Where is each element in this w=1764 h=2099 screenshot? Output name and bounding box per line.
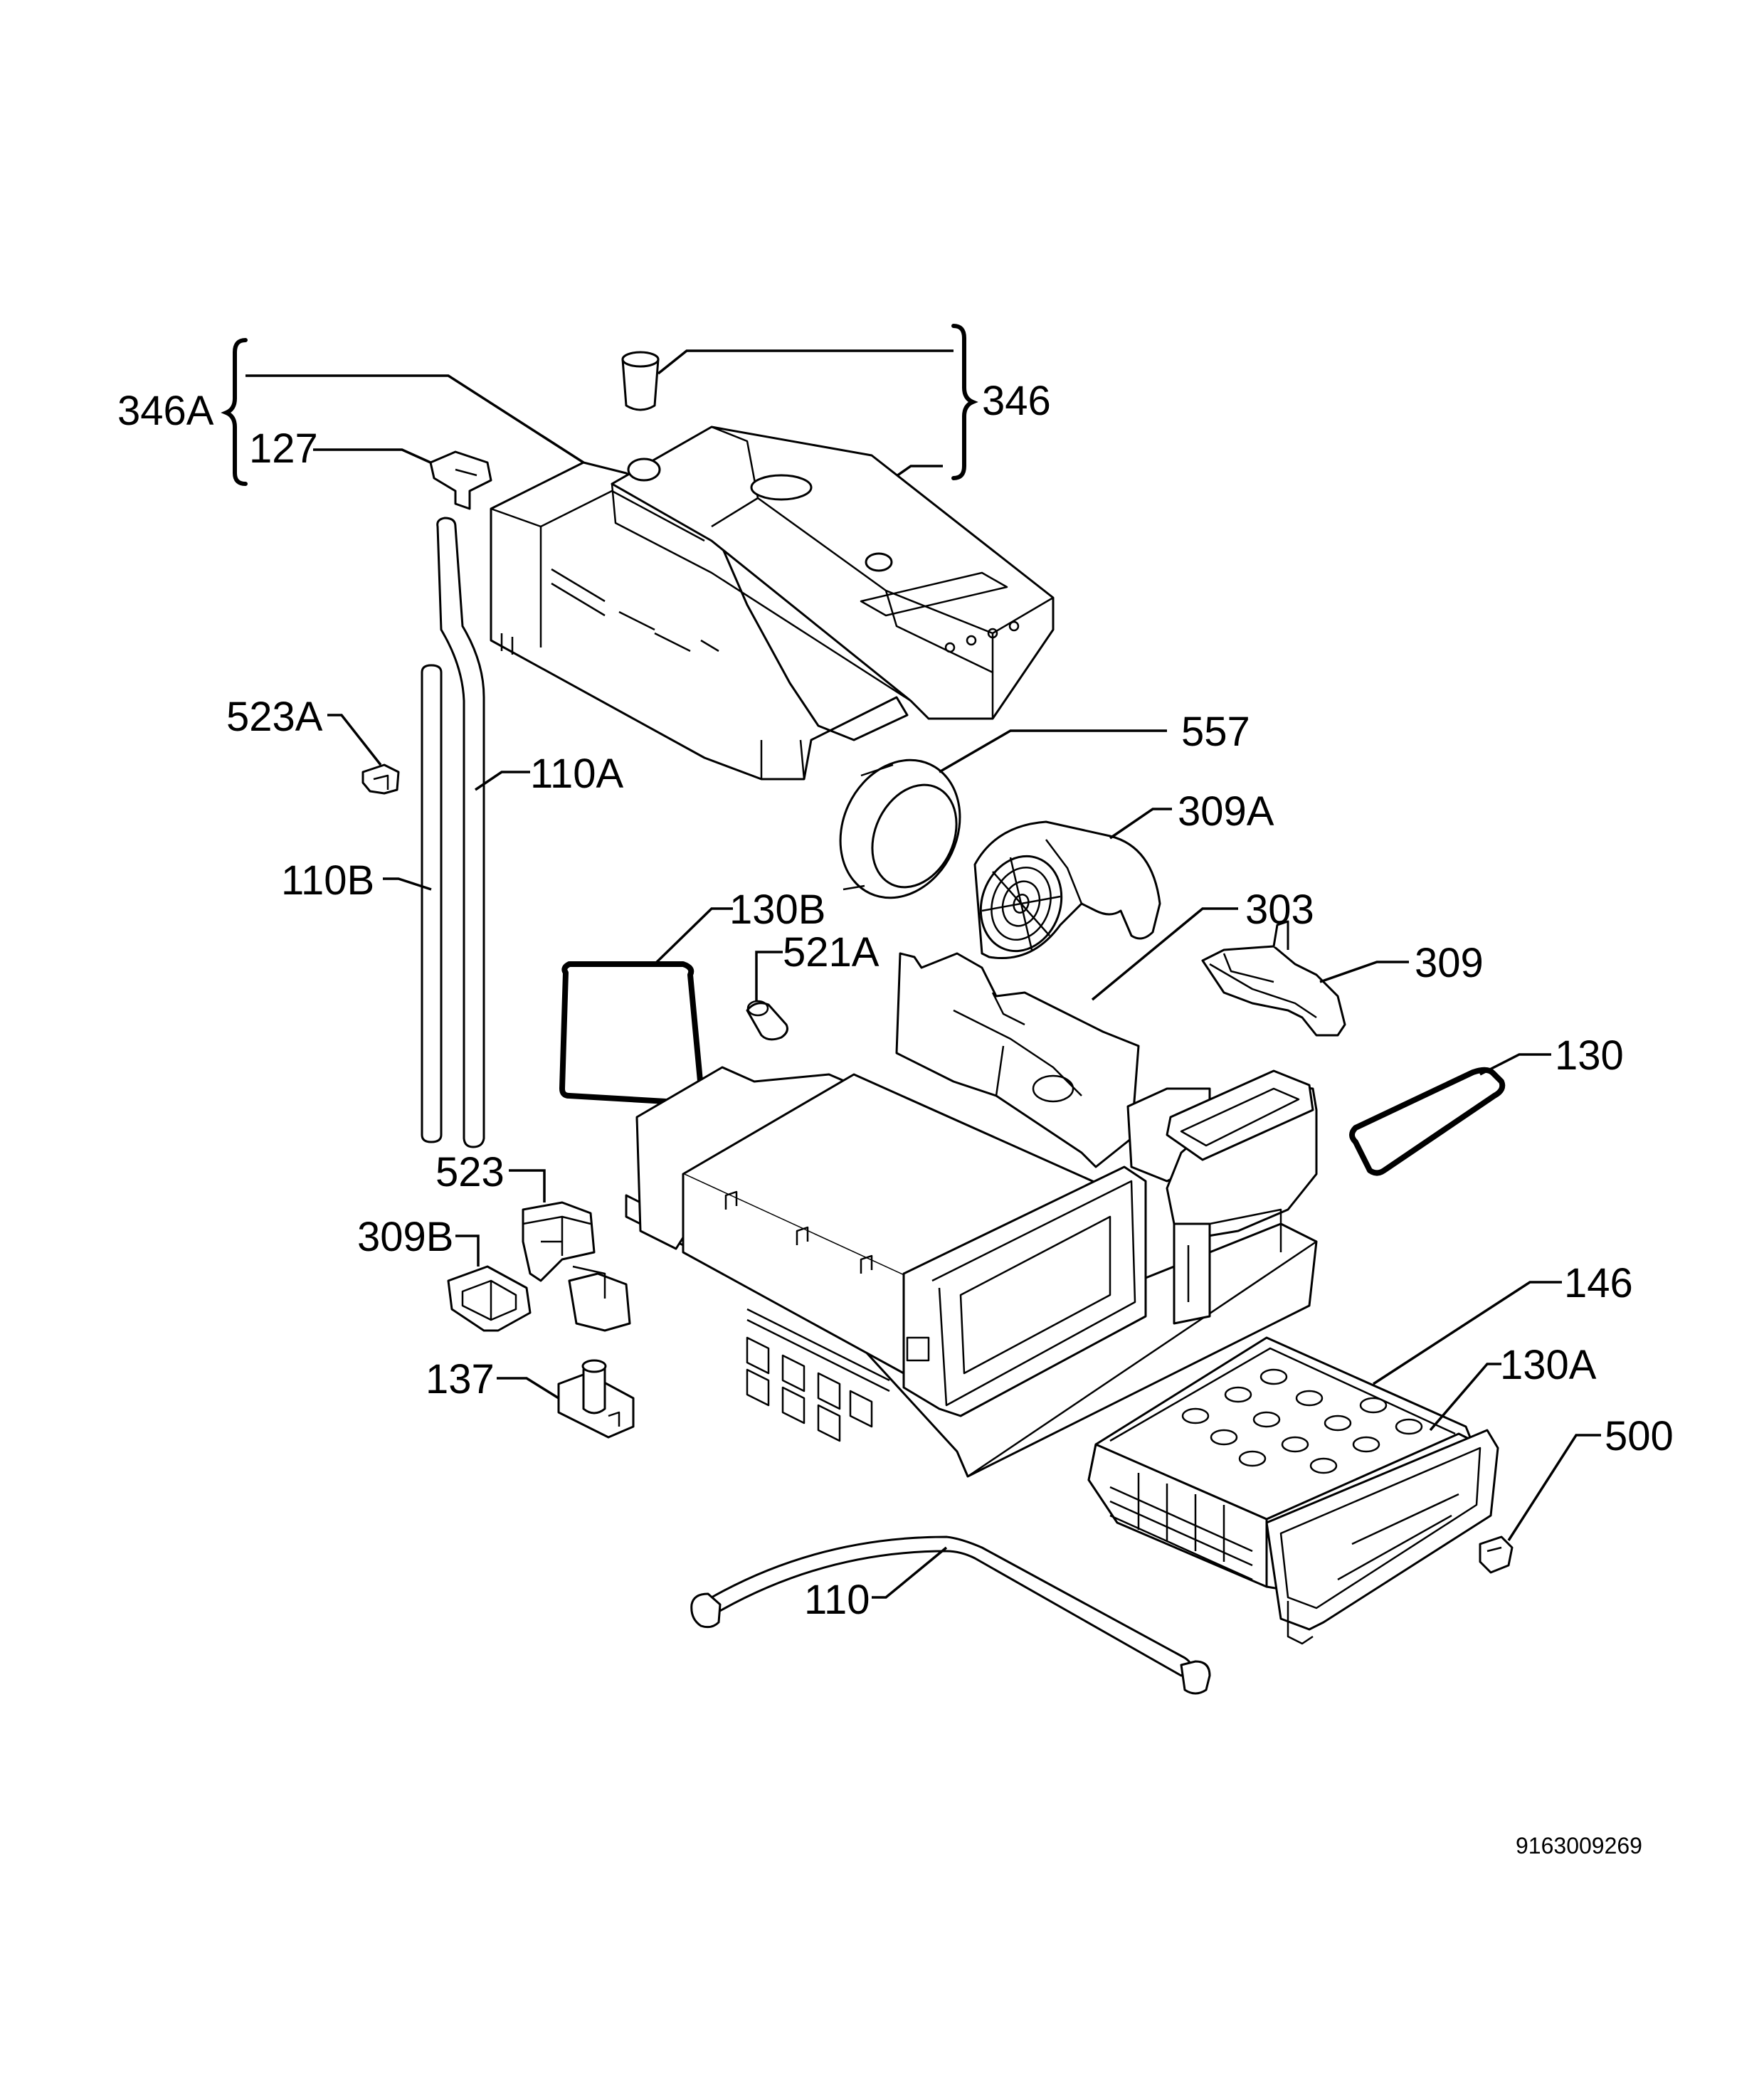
leader-127 <box>313 448 431 464</box>
leader-110 <box>872 1546 948 1599</box>
water-tank-cap <box>621 351 660 411</box>
label-137: 137 <box>426 1356 495 1402</box>
label-309A: 309A <box>1178 788 1274 835</box>
leader-110A <box>475 771 530 791</box>
part-137-sensor <box>557 1359 635 1439</box>
part-523-valve <box>522 1201 631 1332</box>
part-309A-fan-housing <box>973 820 1161 960</box>
label-521A: 521A <box>783 929 880 976</box>
leader-309B <box>455 1234 480 1267</box>
part-521A-sleeve <box>746 1000 788 1041</box>
leader-557 <box>939 729 1167 773</box>
label-309: 309 <box>1415 940 1484 986</box>
part-127-clip <box>429 450 492 510</box>
leader-130A <box>1429 1363 1501 1432</box>
label-500: 500 <box>1605 1413 1674 1459</box>
part-110-hose <box>690 1535 1211 1695</box>
label-130: 130 <box>1555 1032 1624 1079</box>
label-309B: 309B <box>357 1214 453 1260</box>
leader-130 <box>1479 1053 1551 1076</box>
part-309B-bracket <box>447 1265 532 1332</box>
part-309-duct <box>1201 920 1346 1037</box>
label-110: 110 <box>804 1577 870 1623</box>
part-523A-clip <box>361 763 400 795</box>
part-130A-seal <box>1265 1429 1499 1645</box>
label-110B: 110B <box>281 857 374 904</box>
leader-110B <box>383 877 432 891</box>
label-523: 523 <box>435 1149 505 1195</box>
label-557: 557 <box>1181 709 1250 755</box>
leader-346-cap <box>657 349 954 375</box>
part-130B-gasket <box>559 961 704 1106</box>
part-110B-pipe <box>421 664 443 1143</box>
leader-309 <box>1319 961 1409 983</box>
leader-137 <box>497 1377 559 1400</box>
label-130B: 130B <box>729 887 825 933</box>
label-110A: 110A <box>530 751 623 797</box>
leader-500 <box>1507 1434 1601 1541</box>
label-346: 346 <box>982 378 1051 424</box>
part-500-clip <box>1479 1535 1514 1574</box>
leader-523 <box>509 1169 546 1202</box>
leader-303 <box>1091 907 1238 1001</box>
leader-309A <box>1109 808 1172 840</box>
part-110A-pipe <box>436 517 485 1148</box>
label-346A: 346A <box>117 388 214 434</box>
label-127: 127 <box>249 425 318 472</box>
leader-130B <box>653 907 733 966</box>
part-130-gasket <box>1349 1067 1506 1176</box>
leader-521A <box>755 951 783 1001</box>
brace-346 <box>951 324 978 480</box>
part-346-water-tank <box>611 425 1055 720</box>
drawing-number: 9163009269 <box>1516 1833 1642 1859</box>
part-303-base-assembly <box>625 952 1318 1478</box>
label-523A: 523A <box>226 694 323 740</box>
label-130A: 130A <box>1500 1342 1597 1388</box>
part-557-ring <box>839 758 961 899</box>
brace-346A <box>221 338 248 486</box>
leader-523A <box>327 714 382 766</box>
label-146: 146 <box>1564 1260 1633 1306</box>
leader-146 <box>1373 1281 1562 1385</box>
label-303: 303 <box>1245 887 1314 933</box>
leader-346A <box>245 374 584 464</box>
